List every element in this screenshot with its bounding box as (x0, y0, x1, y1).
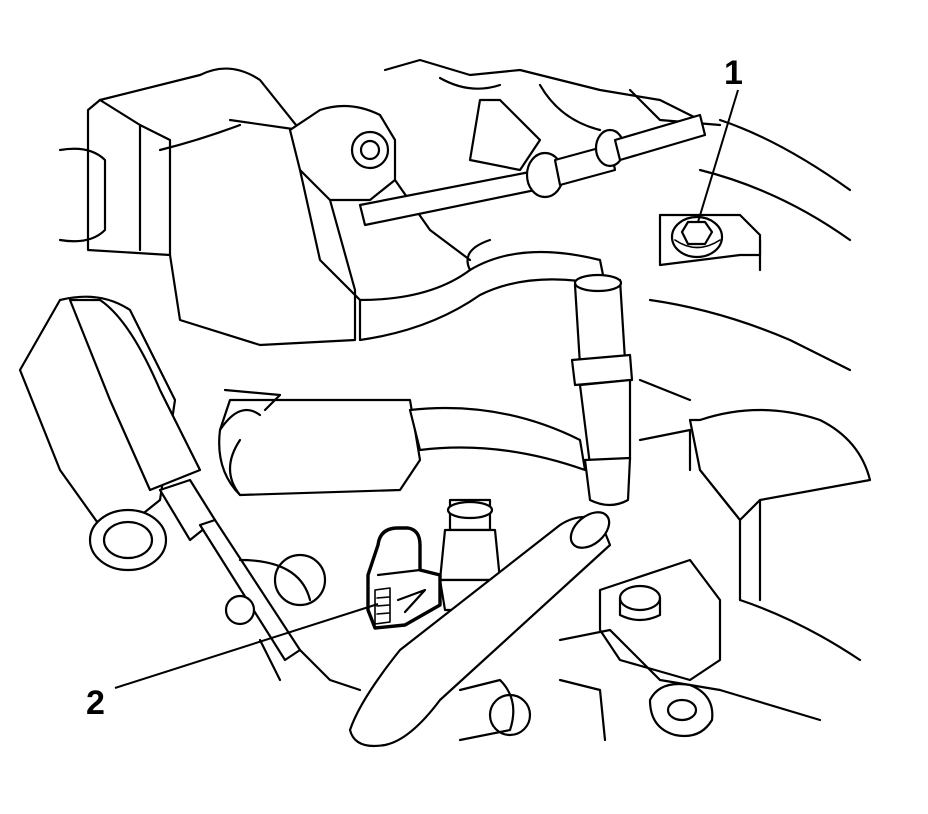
left-tube (18, 295, 202, 572)
lower-left-pipe (158, 478, 327, 662)
upper-housing (58, 67, 357, 347)
lower-bracket (558, 558, 722, 738)
callout-label-1: 1 (724, 54, 743, 92)
callout-leader-2 (114, 603, 379, 689)
lower-base (258, 638, 607, 742)
right-housing (638, 378, 872, 722)
bolt (658, 213, 762, 267)
linkage-rod (358, 98, 707, 227)
callout-leader-1 (697, 89, 739, 223)
middle-hose (218, 388, 587, 497)
sensor-connector (366, 526, 442, 630)
diagonal-hose (348, 511, 612, 748)
coolant-hose (358, 238, 634, 507)
mount-bracket (288, 104, 472, 302)
callout-label-2: 2 (86, 684, 105, 722)
